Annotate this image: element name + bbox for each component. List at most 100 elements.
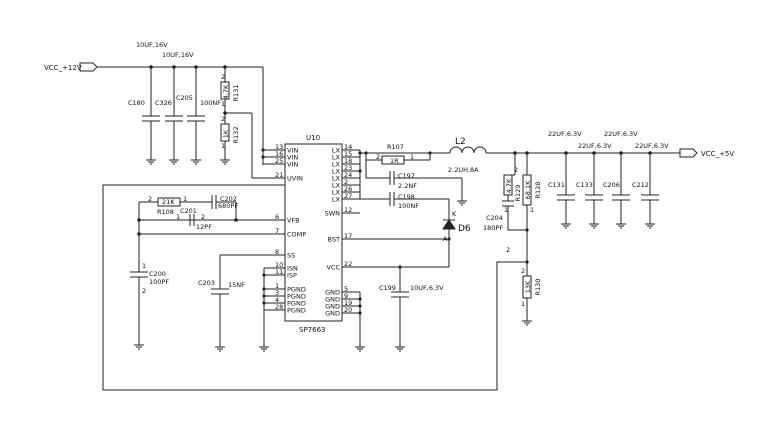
c205-value: 100NF — [200, 99, 221, 107]
r131-pin2: 2 — [221, 73, 225, 81]
c180-value: 10UF,16V — [136, 41, 168, 49]
c203-value: 15NF — [228, 281, 245, 289]
r132-pin1: 1 — [221, 142, 225, 150]
ic-u10: U10 SP7663 — [285, 134, 342, 334]
ic-pin-number: 22 — [344, 260, 352, 268]
ic-pin-name: GND — [325, 303, 340, 311]
c201-ref: C201 — [180, 207, 197, 215]
c203-ref: C203 — [198, 279, 215, 287]
gnd-network — [342, 292, 365, 351]
c201-value: 12PF — [196, 223, 212, 231]
c212-value: 22UF,6.3V — [635, 142, 669, 150]
feedback-divider: 4.7K R129 2 1 C204 180PF 2 68.1K R128 1 … — [483, 153, 542, 325]
r107-pin2: 2 — [376, 153, 380, 161]
ic-pin-name: PGND — [287, 293, 306, 301]
ic-pin-number: 2 — [344, 178, 348, 186]
c326-ref: C326 — [155, 99, 172, 107]
c198-ref: C198 — [398, 193, 415, 201]
ic-pin-number: 17 — [344, 232, 352, 240]
r129-ref: R129 — [514, 185, 522, 202]
ic-pin-name: ISN — [287, 265, 298, 273]
ic-pin-number: 23 — [344, 164, 352, 172]
r129-pin2: 2 — [514, 166, 518, 174]
c205-ref: C205 — [176, 94, 193, 102]
capacitor-c131: C131 22UF,6.3V — [548, 130, 582, 228]
capacitor-c326: 10UF,16V C326 — [155, 51, 194, 164]
ic-pin-number: 21 — [275, 171, 283, 179]
capacitor-c205: C205 100NF — [176, 67, 221, 164]
ic-pin-number: 11 — [275, 268, 283, 276]
capacitor-c180: 10UF,16V C180 — [128, 41, 168, 164]
c131-value: 22UF,6.3V — [548, 130, 582, 138]
ic-pin-name: COMP — [287, 231, 306, 239]
c200-ref: C200 — [149, 270, 166, 278]
ic-pin-number: 14 — [344, 143, 352, 151]
vfb-network: 2 1 21K R108 C202 680PF C201 1 2 12PF — [137, 195, 285, 272]
ic-pin-number: 26 — [344, 185, 352, 193]
r131-pin1: 1 — [221, 100, 225, 108]
ic-pin-number: 24 — [344, 171, 352, 179]
c200-pin1: 1 — [142, 262, 146, 270]
c204-pin2: 2 — [506, 246, 510, 254]
c133-ref: C133 — [576, 181, 593, 189]
l2-ref: L2 — [455, 137, 466, 147]
ic-pin-name: VFB — [287, 217, 300, 225]
ic-pin-number: 8 — [275, 248, 279, 256]
ic-pin-name: LX — [332, 182, 341, 190]
ic-pin-name: SS — [287, 252, 295, 260]
c198-value: 100NF — [398, 202, 419, 210]
bootstrap-network: C198 100NF K A D6 — [342, 192, 471, 267]
ic-pin-name: UVIN — [287, 175, 303, 183]
c202-ref: C202 — [220, 195, 237, 203]
ss-network: C203 15NF — [198, 255, 285, 351]
c326-value: 10UF,16V — [162, 51, 194, 59]
ic-pin-number: 27 — [344, 192, 352, 200]
d6-cathode: K — [452, 210, 457, 218]
r128-pin1: 1 — [530, 206, 534, 214]
pgnd-network — [259, 268, 285, 351]
ic-pin-name: GND — [325, 296, 340, 304]
r132-ref: R132 — [232, 127, 240, 144]
r107-value: 1R — [390, 157, 399, 165]
ic-pin-name: PGND — [287, 307, 306, 315]
ic-pin-name: GND — [325, 289, 340, 297]
c199-value: 10UF,6.3V — [410, 284, 444, 292]
ic-pin-number: 13 — [275, 143, 283, 151]
c197-ref: C197 — [398, 172, 415, 180]
r108-pin2: 2 — [148, 195, 152, 203]
ic-pin-number: 1 — [275, 282, 279, 290]
feedback-loop-wire — [103, 185, 515, 390]
vcc-5v-port: VCC_+5V — [680, 149, 734, 158]
ic-pin-number: 18 — [344, 157, 352, 165]
d6-anode: A — [443, 235, 448, 243]
c202-value: 680PF — [218, 202, 238, 210]
ic-pin-number: 5 — [344, 285, 348, 293]
c212-ref: C212 — [632, 181, 649, 189]
ic-pin-name: LX — [332, 147, 341, 155]
capacitor-c206: C206 22UF,6.3V — [603, 130, 638, 228]
vcc-12v-label: VCC_+12V — [44, 64, 82, 72]
vin-feed — [261, 67, 285, 165]
c204-value: 180PF — [483, 224, 503, 232]
c201-pin2: 2 — [201, 213, 205, 221]
c133-value: 22UF,6.3V — [578, 142, 612, 150]
ic-pin-name: PGND — [287, 286, 306, 294]
ic-pin-name: VIN — [287, 161, 298, 169]
ic-pin-number: 9 — [344, 292, 348, 300]
r128-ref: R128 — [534, 182, 542, 199]
ic-refdes: U10 — [306, 134, 320, 142]
ic-pin-name: ISP — [287, 272, 297, 280]
c180-ref: C180 — [128, 99, 145, 107]
ic-pin-number: 7 — [275, 227, 279, 235]
ic-pin-number: 3 — [275, 289, 279, 297]
ic-pin-number: 25 — [275, 157, 283, 165]
r129-pin1: 1 — [504, 206, 508, 214]
ic-pin-name: VIN — [287, 154, 298, 162]
inductor-l2: L2 2.2UH,8A — [430, 137, 680, 174]
ic-pin-name: VCC — [326, 264, 340, 272]
r108-pin1: 1 — [183, 195, 187, 203]
ic-pin-number: 10 — [275, 261, 283, 269]
ic-pin-name: PGND — [287, 300, 306, 308]
